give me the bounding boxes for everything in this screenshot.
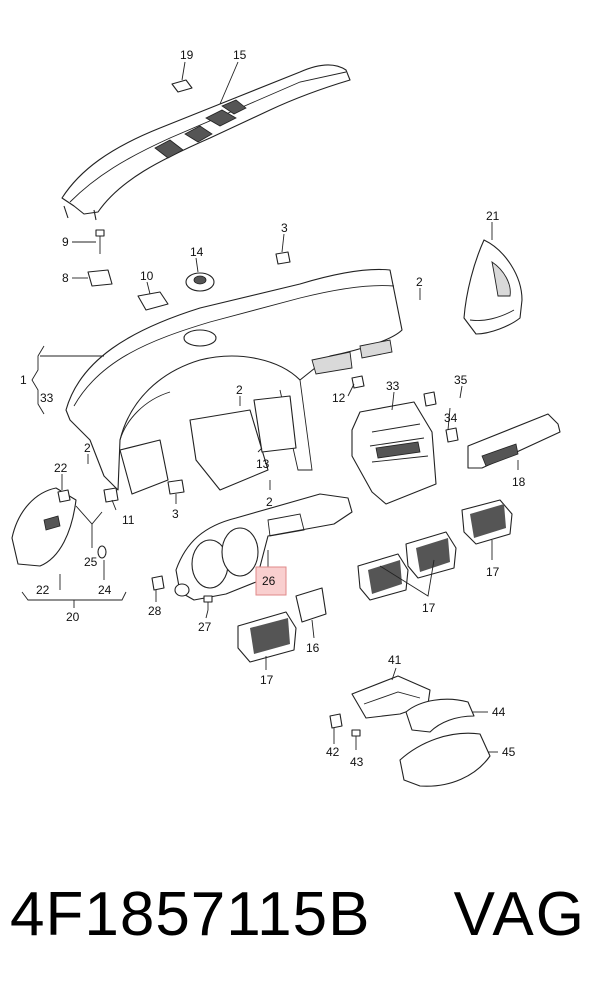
- callout-14[interactable]: 14: [190, 245, 204, 259]
- clip-28: [151, 575, 165, 591]
- callout-19[interactable]: 19: [180, 48, 194, 62]
- pillar-trim-part: [463, 239, 523, 335]
- dashboard-body-part: [65, 268, 403, 495]
- part-number: 4F1857115B: [10, 880, 371, 949]
- vent-17-mid: [357, 531, 457, 601]
- brand-label: VAG: [453, 880, 586, 949]
- clip-11: [103, 487, 119, 503]
- vent-housing-33: [351, 401, 437, 505]
- screw-43: [351, 729, 361, 744]
- callout-26[interactable]: 26: [262, 574, 276, 588]
- callout-2[interactable]: 2: [236, 383, 243, 397]
- callout-44[interactable]: 44: [492, 705, 506, 719]
- callout-28[interactable]: 28: [148, 604, 162, 618]
- vent-17-left: [237, 611, 297, 663]
- washer-24: [97, 545, 107, 559]
- clip-12: [351, 375, 365, 389]
- sensor-10: [137, 291, 169, 311]
- callout-2[interactable]: 2: [84, 441, 91, 455]
- callout-labels: 19 15 21 9 3 14 8 10 2 1 33 2 12 33 35 3…: [20, 48, 526, 769]
- callout-24[interactable]: 24: [98, 583, 112, 597]
- rod-25: [75, 505, 103, 525]
- screw-27: [203, 595, 213, 610]
- callout-12[interactable]: 12: [332, 391, 346, 405]
- cover-16: [295, 587, 327, 623]
- callout-15[interactable]: 15: [233, 48, 247, 62]
- callout-42[interactable]: 42: [326, 745, 340, 759]
- highlight-box: [255, 566, 287, 596]
- callout-3[interactable]: 3: [172, 507, 179, 521]
- callout-3[interactable]: 3: [281, 221, 288, 235]
- speaker-14: [185, 272, 215, 292]
- callout-34[interactable]: 34: [444, 411, 458, 425]
- clip-19: [171, 79, 193, 93]
- callout-10[interactable]: 10: [140, 269, 154, 283]
- callout-11[interactable]: 11: [122, 513, 135, 527]
- clip-34: [445, 427, 459, 443]
- clip-22: [57, 489, 71, 503]
- clip-3-lower: [167, 479, 185, 495]
- clip-35: [423, 391, 437, 407]
- callout-17[interactable]: 17: [486, 565, 500, 579]
- dash-cover-part: [61, 64, 351, 221]
- callout-16[interactable]: 16: [306, 641, 320, 655]
- callout-21[interactable]: 21: [486, 209, 500, 223]
- callout-17[interactable]: 17: [260, 673, 274, 687]
- callout-27[interactable]: 27: [198, 620, 212, 634]
- instrument-panel-trim-26: [174, 493, 353, 601]
- callout-22[interactable]: 22: [36, 583, 50, 597]
- callout-8[interactable]: 8: [62, 271, 69, 285]
- callout-2[interactable]: 2: [416, 275, 423, 289]
- dashboard-parts-diagram: 19 15 21 9 3 14 8 10 2 1 33 2 12 33 35 3…: [11, 48, 561, 787]
- callout-9[interactable]: 9: [62, 235, 69, 249]
- rivet-9: [95, 229, 105, 254]
- clip-3: [275, 251, 291, 265]
- leader-lines: [21, 61, 519, 753]
- callout-45[interactable]: 45: [502, 745, 516, 759]
- callout-2[interactable]: 2: [266, 495, 273, 509]
- callout-20[interactable]: 20: [66, 610, 80, 624]
- column-cover-45: [399, 732, 491, 787]
- callout-41[interactable]: 41: [388, 653, 402, 667]
- column-cover-44: [405, 698, 475, 733]
- callout-43[interactable]: 43: [350, 755, 364, 769]
- clip-42: [329, 713, 343, 729]
- callout-17[interactable]: 17: [422, 601, 436, 615]
- callout-18[interactable]: 18: [512, 475, 526, 489]
- trim-strip-18: [467, 413, 561, 469]
- callout-13[interactable]: 13: [256, 457, 270, 471]
- bracket-8: [87, 269, 113, 287]
- vent-17-right: [461, 499, 513, 545]
- callout-35[interactable]: 35: [454, 373, 468, 387]
- side-panel-22: [11, 487, 77, 567]
- callout-25[interactable]: 25: [84, 555, 98, 569]
- callout-1[interactable]: 1: [20, 373, 27, 387]
- callout-33[interactable]: 33: [386, 379, 400, 393]
- callout-22[interactable]: 22: [54, 461, 68, 475]
- callout-33[interactable]: 33: [40, 391, 54, 405]
